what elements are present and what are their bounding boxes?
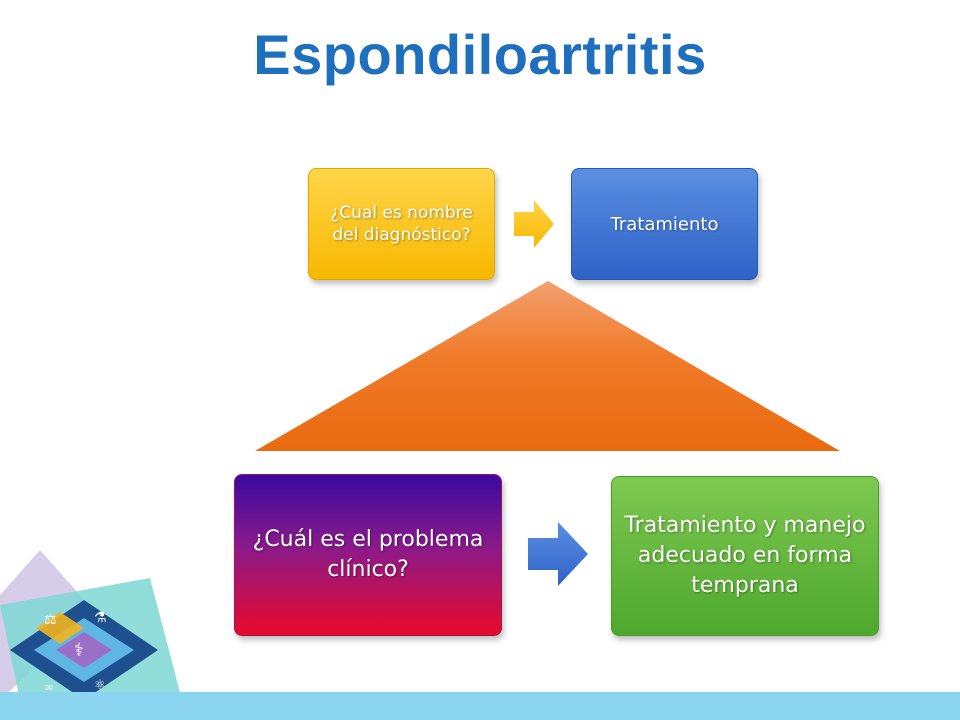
page-title: Espondiloartritis <box>253 23 707 86</box>
clinical-problem-box: ¿Cuál es el problema clínico? <box>234 474 502 636</box>
caduceus-icon: ⚕ <box>74 640 84 661</box>
flask-icon: ⚗ <box>94 610 107 626</box>
diagnosis-box: ¿Cual es nombre del diagnóstico? <box>308 168 495 280</box>
early-management-box: Tratamiento y manejo adecuado en forma t… <box>611 476 879 636</box>
chain-icon: ∞ <box>44 680 54 694</box>
arrow-right-icon <box>514 200 554 248</box>
arrow-right-icon <box>528 522 588 586</box>
scales-icon: ⚖ <box>44 612 57 628</box>
pyramid-triangle <box>255 281 840 451</box>
atom-icon: ⚛ <box>94 678 106 693</box>
treatment-box: Tratamiento <box>571 168 758 280</box>
